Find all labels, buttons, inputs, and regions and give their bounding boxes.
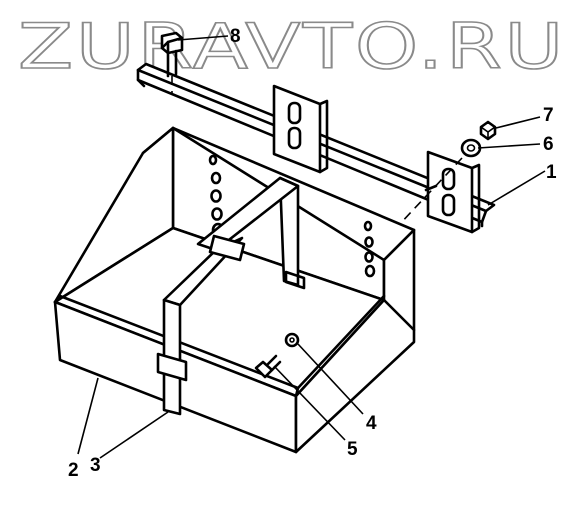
callout-8: 8	[230, 26, 241, 47]
hold-down-strap	[156, 176, 306, 416]
callout-1: 1	[546, 162, 557, 183]
battery-tray	[53, 126, 416, 454]
washer-6-icon	[460, 138, 482, 158]
nut-4-icon	[284, 332, 300, 348]
bolt-8-icon	[160, 31, 184, 94]
watermark-text: ZURAVTO.RU	[18, 10, 566, 83]
bolt-5-icon	[254, 354, 282, 379]
callout-5: 5	[347, 439, 358, 460]
callout-3: 3	[90, 455, 101, 476]
callout-2: 2	[68, 460, 79, 481]
callout-7: 7	[543, 105, 554, 126]
nut-7-icon	[479, 120, 497, 141]
callout-4: 4	[366, 413, 377, 434]
callout-6: 6	[543, 134, 554, 155]
leader-lines	[77, 35, 546, 459]
callout-labels: 8 7 6 1 4 5 2 3	[68, 26, 557, 481]
